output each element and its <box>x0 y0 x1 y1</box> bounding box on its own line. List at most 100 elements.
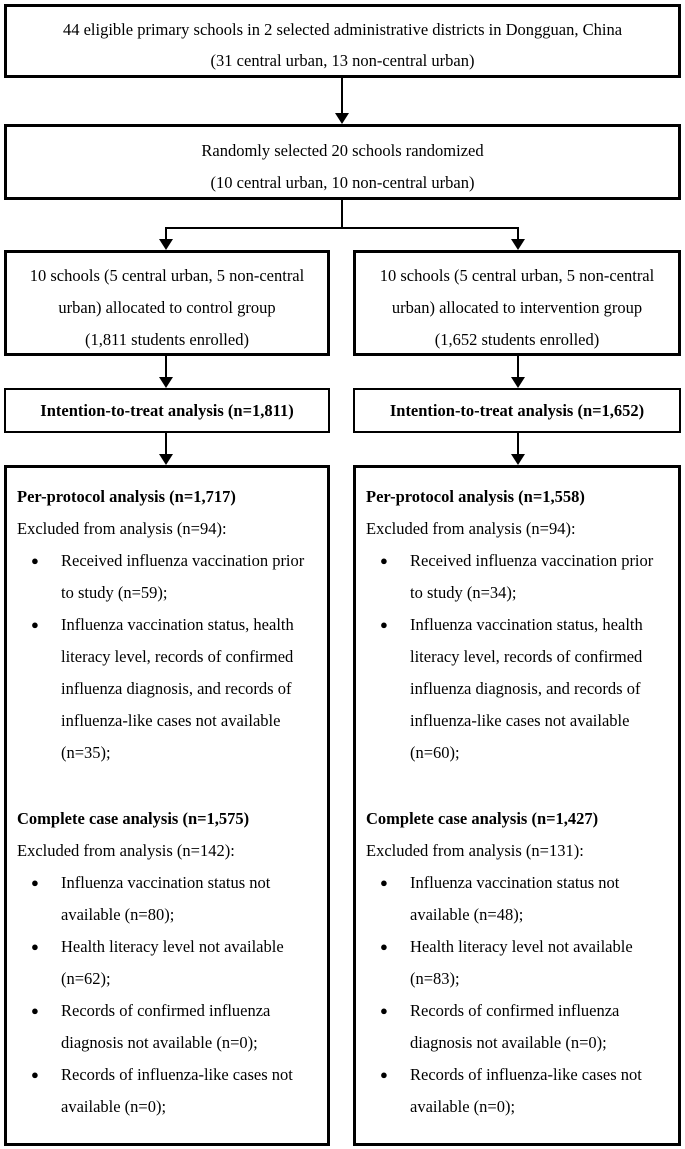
randomized-box: Randomly selected 20 schools randomized(… <box>4 124 681 200</box>
bullet-item: ● Records of influenza-like cases not avai… <box>366 1059 674 1123</box>
connector-line <box>165 227 167 240</box>
intervention-analysis-box: Per-protocol analysis (n=1,558) Excluded… <box>353 465 681 1146</box>
text-line: (10 central urban, 10 non-central urban) <box>210 173 475 192</box>
connector-line <box>341 200 343 228</box>
bullet-dot-icon: ● <box>31 939 39 954</box>
intervention-itt-box: Intention-to-treat analysis (n=1,652) <box>353 388 681 433</box>
bullet-dot-icon: ● <box>380 939 388 954</box>
arrow-down-icon <box>511 377 525 388</box>
bullet-text: Records of influenza-like cases not avail… <box>61 1059 323 1123</box>
arrow-down-icon <box>335 113 349 124</box>
arrow-down-icon <box>159 239 173 250</box>
bullet-dot-icon: ● <box>31 1003 39 1018</box>
bullet-dot-icon: ● <box>380 1067 388 1082</box>
complete-case-excluded: Excluded from analysis (n=142): <box>17 841 235 860</box>
text-line: influenza-like cases not available <box>410 711 630 730</box>
bullet-text: Records of influenza-like cases not avail… <box>410 1059 674 1123</box>
text-line: urban) allocated to control group <box>58 298 276 317</box>
text-line: Influenza vaccination status, health <box>61 615 294 634</box>
connector-line <box>517 356 519 378</box>
complete-case-excluded: Excluded from analysis (n=131): <box>366 841 584 860</box>
bullet-item: ● Received influenza vaccination prior to … <box>17 545 323 609</box>
text-line: Records of confirmed influenza <box>61 1001 271 1020</box>
text-line: available (n=80); <box>61 905 175 924</box>
complete-case-bullet-list: ● Influenza vaccination status not availab… <box>17 867 323 1123</box>
bullet-dot-icon: ● <box>380 553 388 568</box>
bullet-dot-icon: ● <box>31 617 39 632</box>
text-line: Received influenza vaccination prior <box>61 551 305 570</box>
bullet-text: Health literacy level not available (n=62… <box>61 931 323 995</box>
text-line: Influenza vaccination status not <box>410 873 620 892</box>
connector-line <box>165 433 167 455</box>
text-line: Health literacy level not available <box>410 937 633 956</box>
text-line: diagnosis not available (n=0); <box>61 1033 258 1052</box>
arrow-down-icon <box>159 377 173 388</box>
eligible-schools-box: 44 eligible primary schools in 2 selecte… <box>4 4 681 78</box>
text-line: influenza diagnosis, and records of <box>410 679 641 698</box>
text-line: Records of influenza-like cases not <box>61 1065 293 1084</box>
bullet-dot-icon: ● <box>31 875 39 890</box>
per-protocol-title: Per-protocol analysis (n=1,717) <box>17 487 236 506</box>
text-line: Influenza vaccination status not <box>61 873 271 892</box>
bullet-text: Records of confirmed influenza diagnosis … <box>61 995 323 1059</box>
connector-line <box>341 78 343 114</box>
text-line: available (n=0); <box>61 1097 167 1116</box>
text-line: Received influenza vaccination prior <box>410 551 654 570</box>
bullet-dot-icon: ● <box>380 1003 388 1018</box>
text-line: influenza-like cases not available <box>61 711 281 730</box>
bullet-item: ● Influenza vaccination status not availab… <box>17 867 323 931</box>
text-line: influenza diagnosis, and records of <box>61 679 292 698</box>
text-line: (n=35); <box>61 743 111 762</box>
control-allocation-box: 10 schools (5 central urban, 5 non-centr… <box>4 250 330 356</box>
text-line: to study (n=59); <box>61 583 168 602</box>
text-line: Influenza vaccination status, health <box>410 615 643 634</box>
bullet-item: ● Records of confirmed influenza diagnosis… <box>17 995 323 1059</box>
per-protocol-excluded: Excluded from analysis (n=94): <box>366 519 576 538</box>
bullet-dot-icon: ● <box>380 875 388 890</box>
arrow-down-icon <box>511 239 525 250</box>
text-line: (1,652 students enrolled) <box>434 330 600 349</box>
bullet-item: ● Health literacy level not available (n=6… <box>17 931 323 995</box>
text-line: urban) allocated to intervention group <box>391 298 643 317</box>
bullet-text: Health literacy level not available (n=83… <box>410 931 674 995</box>
text-line: 10 schools (5 central urban, 5 non-centr… <box>379 266 655 285</box>
connector-line <box>517 227 519 240</box>
connector-line <box>517 433 519 455</box>
control-analysis-box: Per-protocol analysis (n=1,717) Excluded… <box>4 465 330 1146</box>
text-line: (n=60); <box>410 743 460 762</box>
bullet-item: ● Records of influenza-like cases not avai… <box>17 1059 323 1123</box>
text-line: 10 schools (5 central urban, 5 non-centr… <box>29 266 305 285</box>
text-line: Records of influenza-like cases not <box>410 1065 642 1084</box>
text-line: (31 central urban, 13 non-central urban) <box>210 51 475 70</box>
bullet-dot-icon: ● <box>31 1067 39 1082</box>
complete-case-title: Complete case analysis (n=1,427) <box>366 809 599 828</box>
arrow-down-icon <box>159 454 173 465</box>
text-line: 44 eligible primary schools in 2 selecte… <box>62 20 623 39</box>
bullet-dot-icon: ● <box>380 617 388 632</box>
control-itt-box: Intention-to-treat analysis (n=1,811) <box>4 388 330 433</box>
text-line: (1,811 students enrolled) <box>85 330 249 349</box>
text-line: (n=62); <box>61 969 111 988</box>
text-line: available (n=0); <box>410 1097 516 1116</box>
text-line: (n=83); <box>410 969 460 988</box>
text-line: Health literacy level not available <box>61 937 284 956</box>
complete-case-title: Complete case analysis (n=1,575) <box>17 809 250 828</box>
text-line: diagnosis not available (n=0); <box>410 1033 607 1052</box>
bullet-text: Influenza vaccination status not availabl… <box>61 867 323 931</box>
connector-line <box>165 227 519 229</box>
bullet-dot-icon: ● <box>31 553 39 568</box>
per-protocol-excluded: Excluded from analysis (n=94): <box>17 519 227 538</box>
